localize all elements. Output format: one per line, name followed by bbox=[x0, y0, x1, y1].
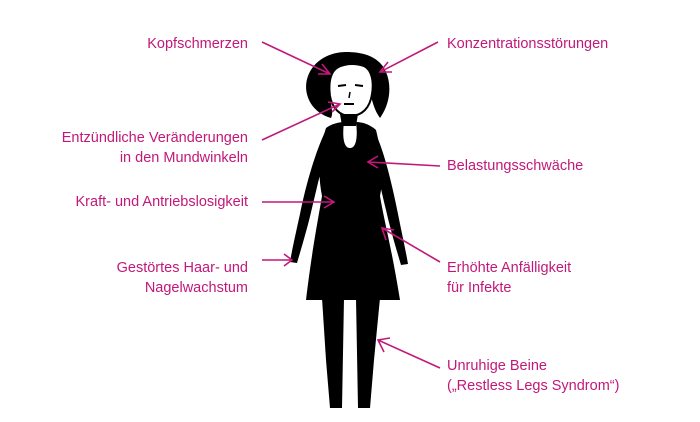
label-line: („Restless Legs Syndrom“) bbox=[447, 378, 620, 394]
label-line: Entzündliche Veränderungen bbox=[61, 130, 248, 146]
arrow-haar bbox=[262, 253, 294, 267]
label-belastungsschwaeche: Belastungsschwäche bbox=[447, 156, 583, 176]
label-line: in den Mundwinkeln bbox=[119, 150, 248, 166]
label-haar-nagel: Gestörtes Haar- und Nagelwachstum bbox=[117, 258, 248, 298]
arrow-konzentration bbox=[378, 41, 439, 73]
label-line: Kopfschmerzen bbox=[147, 36, 248, 52]
label-mundwinkel: Entzündliche Veränderungen in den Mundwi… bbox=[62, 128, 248, 168]
label-kraft-antrieb: Kraft- und Antriebslosigkeit bbox=[76, 192, 248, 212]
arrow-kraft bbox=[262, 195, 336, 209]
face bbox=[328, 63, 374, 118]
label-infekte: Erhöhte Anfälligkeit für Infekte bbox=[447, 258, 571, 298]
symptom-arrows bbox=[261, 41, 441, 369]
label-unruhige-beine: Unruhige Beine („Restless Legs Syndrom“) bbox=[447, 356, 619, 396]
arrow-kopfschmerzen bbox=[261, 41, 332, 75]
right-arm bbox=[370, 130, 408, 265]
arrow-beine bbox=[376, 337, 441, 369]
left-arm bbox=[290, 130, 330, 263]
label-line: Belastungsschwäche bbox=[447, 158, 584, 174]
right-leg bbox=[356, 298, 380, 408]
eyes bbox=[337, 84, 364, 87]
label-line: Gestörtes Haar- und bbox=[116, 260, 248, 276]
label-line: Nagelwachstum bbox=[144, 280, 248, 296]
label-konzentrationsstoerungen: Konzentrationsstörungen bbox=[447, 34, 608, 54]
label-line: Erhöhte Anfälligkeit bbox=[447, 260, 572, 276]
label-line: Unruhige Beine bbox=[447, 358, 547, 374]
label-line: Kraft- und Antriebslosigkeit bbox=[75, 194, 248, 210]
label-kopfschmerzen: Kopfschmerzen bbox=[147, 34, 248, 54]
label-line: Konzentrationsstörungen bbox=[447, 36, 609, 52]
arrow-mundwinkel bbox=[261, 101, 342, 141]
left-leg bbox=[322, 298, 344, 408]
arrow-infekte bbox=[380, 226, 441, 263]
neck bbox=[340, 114, 358, 126]
nose bbox=[348, 91, 351, 99]
arrow-belastung bbox=[366, 155, 441, 169]
label-line: für Infekte bbox=[447, 280, 512, 296]
